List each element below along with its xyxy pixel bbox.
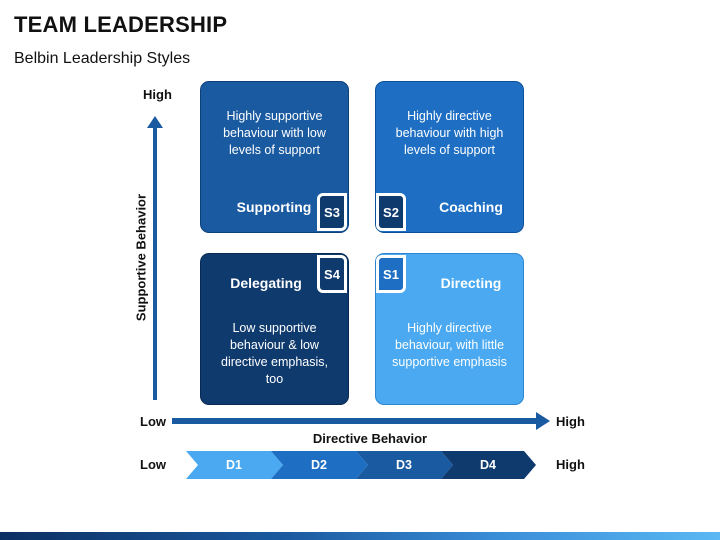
- footer-gradient-bar: [0, 532, 720, 540]
- quadrant-delegating-name: Delegating: [230, 275, 302, 291]
- quadrant-supporting-desc: Highly supportive behaviour with low lev…: [223, 109, 326, 157]
- development-segment-d3: [356, 451, 453, 479]
- y-axis-high-label: High: [143, 87, 172, 102]
- development-label-d2: D2: [311, 458, 327, 472]
- tag-s2: S2: [376, 193, 406, 231]
- quadrant-supporting: Highly supportive behaviour with low lev…: [200, 81, 349, 233]
- x-axis-arrow: [172, 412, 550, 430]
- development-label-d4: D4: [480, 458, 496, 472]
- x-axis-label: Directive Behavior: [312, 431, 428, 446]
- quadrant-directing-name: Directing: [440, 275, 502, 291]
- y-axis-arrow: [147, 116, 163, 400]
- page-title: TEAM LEADERSHIP: [14, 12, 228, 37]
- development-level-bar: [186, 451, 536, 479]
- tag-s4: S4: [317, 255, 347, 293]
- development-low-label: Low: [140, 457, 166, 472]
- quadrant-coaching-name: Coaching: [439, 199, 503, 215]
- development-segment-d1: [186, 451, 283, 479]
- development-label-d3: D3: [396, 458, 412, 472]
- quadrant-delegating-desc: Low supportive behaviour & low directive…: [221, 321, 328, 386]
- tag-s3: S3: [317, 193, 347, 231]
- development-segment-d4: [441, 451, 536, 479]
- y-axis-label: Supportive Behavior: [133, 193, 149, 322]
- page-subtitle: Belbin Leadership Styles: [14, 50, 191, 67]
- development-label-d1: D1: [226, 458, 242, 472]
- development-segment-d2: [271, 451, 368, 479]
- x-axis-high-label: High: [556, 414, 585, 429]
- quadrant-coaching-desc: Highly directive behaviour with high lev…: [395, 109, 504, 157]
- tag-s1: S1: [376, 255, 406, 293]
- quadrant-directing-desc: Highly directive behaviour, with little …: [392, 321, 507, 369]
- quadrant-supporting-name: Supporting: [236, 199, 312, 215]
- x-axis-low-label: Low: [140, 414, 166, 429]
- development-high-label: High: [556, 457, 585, 472]
